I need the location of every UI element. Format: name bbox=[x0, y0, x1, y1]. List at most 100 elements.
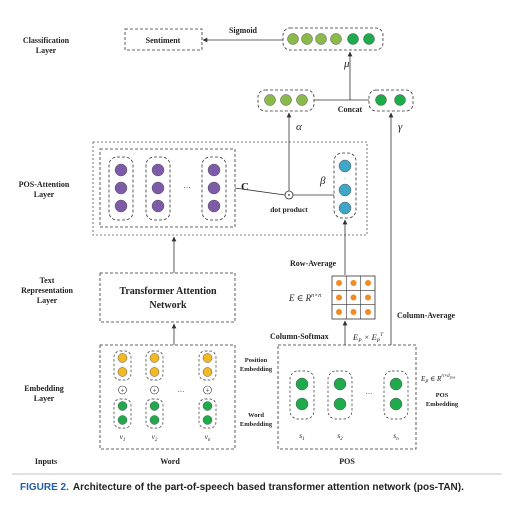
pos-embedding-box bbox=[277, 344, 417, 450]
text-representation-layer-label-line1: Text bbox=[40, 276, 55, 285]
word-node bbox=[202, 415, 213, 425]
mu-node-4 bbox=[330, 33, 342, 45]
pos-vector-1 bbox=[289, 370, 315, 420]
mu-node-3 bbox=[315, 33, 327, 45]
word-input-n: vn bbox=[205, 432, 211, 443]
mu-node-6 bbox=[363, 33, 375, 45]
alpha-node-2 bbox=[280, 94, 292, 106]
position-node bbox=[149, 367, 160, 377]
e-cell-dot bbox=[336, 294, 342, 301]
transformer-box bbox=[99, 272, 236, 323]
e-cell-dot bbox=[336, 309, 342, 315]
word-node bbox=[117, 401, 128, 411]
pos-node bbox=[295, 377, 309, 391]
word-embedding-columns: + v1 + v2 ··· + vn bbox=[113, 350, 217, 443]
word-input-label: Word bbox=[160, 457, 180, 466]
position-node bbox=[117, 353, 128, 363]
figure-caption-text: Architecture of the part-of-speech based… bbox=[73, 482, 464, 493]
position-embedding-label-line1: Position bbox=[245, 357, 268, 364]
pos-node bbox=[389, 397, 403, 411]
plus-icon bbox=[150, 385, 159, 395]
mu-vector bbox=[287, 33, 375, 45]
word-embedding-label-line1: Word bbox=[248, 412, 264, 419]
beta-ellipsis: · bbox=[344, 176, 346, 182]
word-vector-1 bbox=[113, 398, 132, 429]
position-node bbox=[202, 367, 213, 377]
word-vector-n bbox=[198, 398, 217, 429]
column-softmax-label: Column-Softmax bbox=[270, 332, 329, 341]
word-input-1: v1 bbox=[120, 432, 126, 443]
c-node bbox=[114, 163, 128, 177]
plus-icon bbox=[118, 385, 127, 395]
gamma-vector-box bbox=[368, 89, 414, 112]
plus-sign: + bbox=[153, 387, 157, 395]
beta-label: β bbox=[319, 175, 326, 187]
mu-node-1 bbox=[287, 33, 299, 45]
e-cell-dot bbox=[336, 280, 342, 286]
c-node bbox=[114, 199, 128, 213]
alpha-node-1 bbox=[264, 94, 276, 106]
transformer-label-line2: Network bbox=[149, 300, 187, 311]
c-label: C bbox=[241, 181, 249, 193]
dot-product-label: dot product bbox=[270, 205, 308, 214]
pos-embedding-label-line1: POS bbox=[436, 392, 449, 399]
e-cell-dot bbox=[365, 309, 371, 315]
concat-label: Concat bbox=[338, 105, 363, 114]
pos-embedding-columns: s1 s2 ··· sn bbox=[289, 370, 409, 442]
sigmoid-label: Sigmoid bbox=[229, 26, 258, 35]
beta-node-1 bbox=[338, 159, 352, 173]
figure-caption: FIGURE 2.Architecture of the part-of-spe… bbox=[20, 482, 464, 493]
word-embedding-box bbox=[99, 344, 236, 450]
plus-sign: + bbox=[121, 387, 125, 395]
pos-vector-2 bbox=[327, 370, 353, 420]
c-to-dot-line bbox=[234, 187, 286, 196]
c-node bbox=[207, 199, 221, 213]
text-representation-layer-label-line2: Representation bbox=[21, 286, 73, 295]
pos-node bbox=[295, 397, 309, 411]
c-ellipsis: ··· bbox=[184, 184, 191, 192]
beta-vector-box bbox=[333, 152, 357, 219]
embedding-layer-label-line1: Embedding bbox=[24, 384, 64, 393]
alpha-node-3 bbox=[296, 94, 308, 106]
dot-product-dot bbox=[288, 194, 290, 196]
e-matrix-label: E ∈ Rn×n bbox=[288, 293, 321, 303]
mu-vector-box bbox=[282, 27, 384, 51]
mu-node-2 bbox=[301, 33, 313, 45]
pos-node bbox=[333, 377, 347, 391]
plus-icon bbox=[203, 385, 212, 395]
word-node bbox=[202, 401, 213, 411]
c-matrix-box bbox=[99, 148, 236, 228]
pos-input-2: s2 bbox=[337, 431, 343, 442]
beta-vector: · bbox=[338, 159, 352, 215]
beta-node-3 bbox=[338, 201, 352, 215]
beta-node-2 bbox=[338, 183, 352, 197]
classification-layer-label-line2: Layer bbox=[36, 46, 57, 55]
gamma-label: γ bbox=[398, 121, 403, 133]
pos-input-label: POS bbox=[339, 457, 355, 466]
position-embedding-label-line2: Embedding bbox=[240, 366, 273, 373]
pos-ellipsis: ··· bbox=[366, 390, 373, 398]
position-node bbox=[149, 353, 160, 363]
classification-layer-label-line1: Classification bbox=[23, 36, 70, 45]
embedding-layer-label-line2: Layer bbox=[34, 394, 55, 403]
sentiment-label: Sentiment bbox=[146, 36, 181, 45]
c-matrix: ··· bbox=[108, 156, 227, 221]
column-average-label: Column-Average bbox=[397, 311, 456, 320]
word-vector-2 bbox=[145, 398, 164, 429]
transformer-label-line1: Transformer Attention bbox=[119, 286, 217, 297]
e-cell-dot bbox=[350, 309, 357, 315]
e-cell-dot bbox=[365, 294, 371, 301]
gamma-node-2 bbox=[394, 94, 406, 106]
pos-input-n: sn bbox=[393, 431, 399, 442]
pos-attention-layer-frame bbox=[92, 141, 368, 236]
word-node bbox=[149, 415, 160, 425]
mu-label: μ bbox=[343, 58, 350, 70]
position-vector-2 bbox=[145, 350, 164, 381]
pos-node bbox=[389, 377, 403, 391]
sentiment-box bbox=[124, 28, 203, 51]
c-node bbox=[114, 181, 128, 195]
pos-node bbox=[333, 397, 347, 411]
pos-vector-n bbox=[383, 370, 409, 420]
e-cell-dot bbox=[350, 294, 357, 301]
c-node bbox=[151, 181, 165, 195]
